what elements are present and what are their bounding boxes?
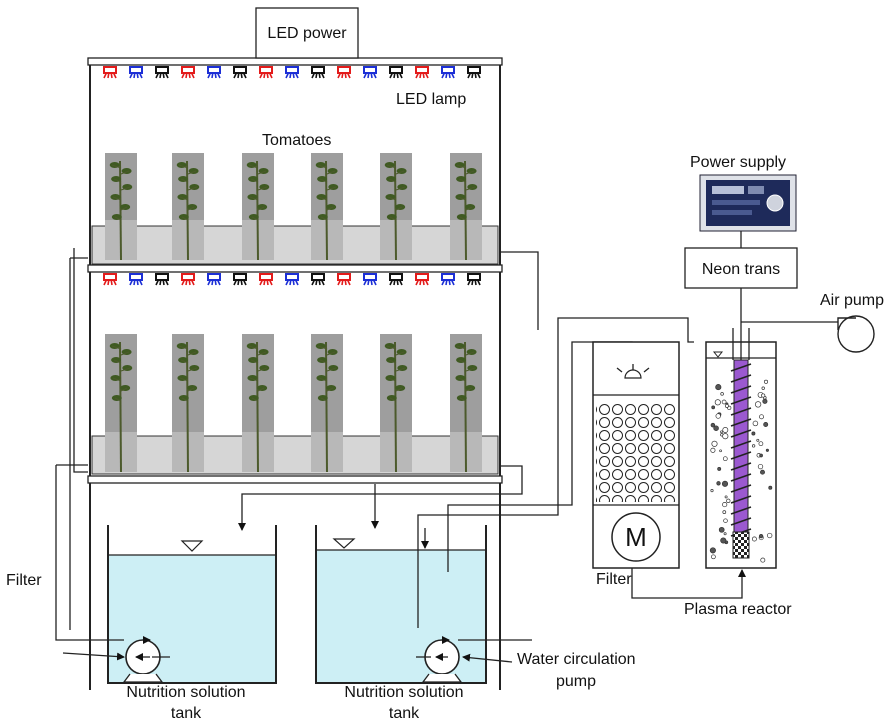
tank-right-label-line1: Nutrition solution (344, 684, 463, 701)
tomato-plant-image (242, 153, 274, 261)
water-level-icon (332, 538, 356, 549)
tomato-plant-image (105, 334, 137, 473)
led-blue-icon (207, 273, 221, 286)
tomato-plants-upper (105, 153, 482, 261)
neon-trans-label: Neon trans (702, 261, 780, 278)
led-black-icon (155, 66, 169, 79)
filter-unit: M (592, 341, 680, 569)
led-lamp-row-lower (103, 273, 481, 286)
tomato-plant-image (311, 334, 343, 473)
tomato-plants-lower (105, 334, 482, 473)
led-red-icon (103, 273, 117, 286)
nutrition-tank-right (315, 525, 487, 684)
tomato-plant-image (105, 153, 137, 261)
tomato-plant-image (242, 334, 274, 473)
led-black-icon (233, 273, 247, 286)
led-blue-icon (129, 273, 143, 286)
neon-transformer: Neon trans (684, 247, 798, 320)
tomato-plant-image (311, 153, 343, 261)
led-black-icon (155, 273, 169, 286)
water-pump-label-line1: Water circulation (517, 651, 636, 668)
power-supply (699, 174, 797, 248)
led-blue-icon (129, 66, 143, 79)
shelf-frame (87, 57, 503, 690)
tomatoes-label: Tomatoes (262, 132, 331, 149)
uv-lamp-icon (616, 364, 650, 379)
tomato-plant-image (380, 334, 412, 473)
plasma-reactor-label: Plasma reactor (684, 601, 792, 618)
tomato-plant-image (380, 153, 412, 261)
filter-unit-label: Filter (596, 571, 632, 588)
tomato-plant-image (172, 334, 204, 473)
led-lamp-row-upper (103, 66, 481, 79)
led-power-box: LED power (255, 7, 359, 59)
led-blue-icon (207, 66, 221, 79)
led-blue-icon (285, 66, 299, 79)
tank-left-label-line2: tank (171, 705, 202, 722)
filter-media (596, 402, 676, 502)
led-black-icon (467, 273, 481, 286)
led-black-icon (311, 273, 325, 286)
led-power-label: LED power (267, 25, 347, 42)
power-supply-label: Power supply (690, 154, 786, 171)
grow-tray-lower (91, 435, 499, 475)
tomato-plant-image (450, 153, 482, 261)
led-red-icon (415, 66, 429, 79)
led-black-icon (389, 273, 403, 286)
led-black-icon (233, 66, 247, 79)
led-black-icon (467, 66, 481, 79)
led-blue-icon (441, 66, 455, 79)
pipes (55, 248, 746, 663)
led-blue-icon (441, 273, 455, 286)
filter-left-label: Filter (6, 572, 42, 589)
tomato-plant-image (172, 153, 204, 261)
led-red-icon (103, 66, 117, 79)
led-black-icon (389, 66, 403, 79)
plasma-reactor (705, 320, 777, 569)
led-blue-icon (363, 273, 377, 286)
tomato-plant-image (450, 334, 482, 473)
led-blue-icon (363, 66, 377, 79)
motor-label: M (625, 522, 647, 552)
motor-icon (611, 512, 661, 562)
led-lamp-label: LED lamp (396, 91, 466, 108)
led-red-icon (337, 66, 351, 79)
led-red-icon (181, 273, 195, 286)
led-red-icon (181, 66, 195, 79)
water-level-icon (180, 540, 204, 552)
circulation-pump-left (122, 636, 170, 683)
tank-right-label-line2: tank (389, 705, 420, 722)
gas-bubbles (709, 379, 773, 563)
circulation-pump-right (416, 636, 463, 683)
air-pump-label: Air pump (820, 292, 884, 309)
led-red-icon (259, 273, 273, 286)
nutrition-tank-left (107, 525, 277, 684)
led-red-icon (259, 66, 273, 79)
grow-tray-upper (91, 225, 499, 265)
tank-left-label-line1: Nutrition solution (126, 684, 245, 701)
led-blue-icon (285, 273, 299, 286)
led-red-icon (337, 273, 351, 286)
water-pump-label-line2: pump (556, 673, 596, 690)
led-black-icon (311, 66, 325, 79)
air-pump (741, 315, 875, 353)
led-red-icon (415, 273, 429, 286)
